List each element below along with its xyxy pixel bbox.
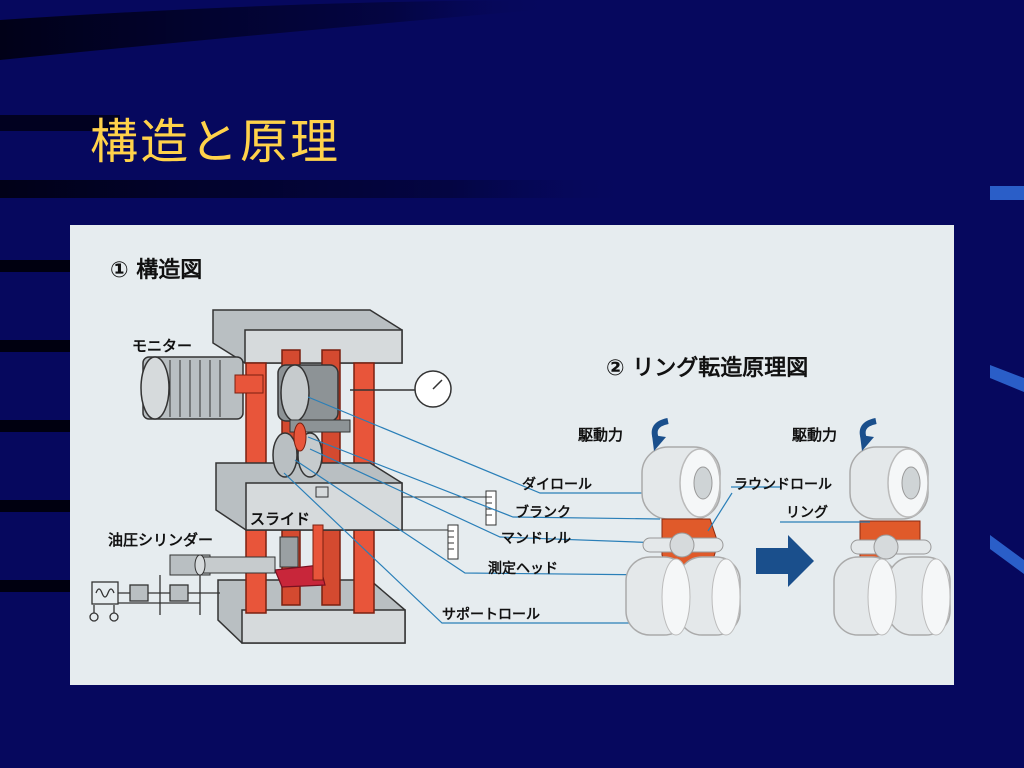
label-cylinder: 油圧シリンダー xyxy=(108,531,213,549)
label-die-roll: ダイロール xyxy=(522,476,592,493)
monitor-unit xyxy=(141,357,263,419)
label-measuring-head: 測定ヘッド xyxy=(488,560,558,577)
ring-rolling-before xyxy=(626,447,740,635)
label-ring: リング xyxy=(786,504,828,521)
diagram-canvas: ① 構造図 スライド xyxy=(70,225,954,685)
label-blank: ブランク xyxy=(515,504,571,521)
label-round-roll: ラウンドロール xyxy=(734,477,832,493)
hydraulic-circuit-icon xyxy=(90,575,220,621)
section1-heading: ① 構造図 xyxy=(110,257,202,283)
transition-arrow-icon xyxy=(756,535,814,587)
label-support-roll: サポートロール xyxy=(442,606,540,623)
ring-rolling-after xyxy=(834,447,950,635)
hydraulic-cylinder xyxy=(170,555,275,575)
label-drive-force-right: 駆動力 xyxy=(792,426,837,444)
section2-heading: ② リング転造原理図 xyxy=(606,355,808,381)
diagram-panel: ① 構造図 スライド xyxy=(70,225,954,685)
label-mandrel: マンドレル xyxy=(501,531,571,547)
label-monitor: モニター xyxy=(132,337,192,355)
label-slide: スライド xyxy=(250,510,310,528)
scale-marks xyxy=(402,491,496,559)
label-drive-force-left: 駆動力 xyxy=(578,426,623,444)
slide-title: 構造と原理 xyxy=(90,102,340,172)
